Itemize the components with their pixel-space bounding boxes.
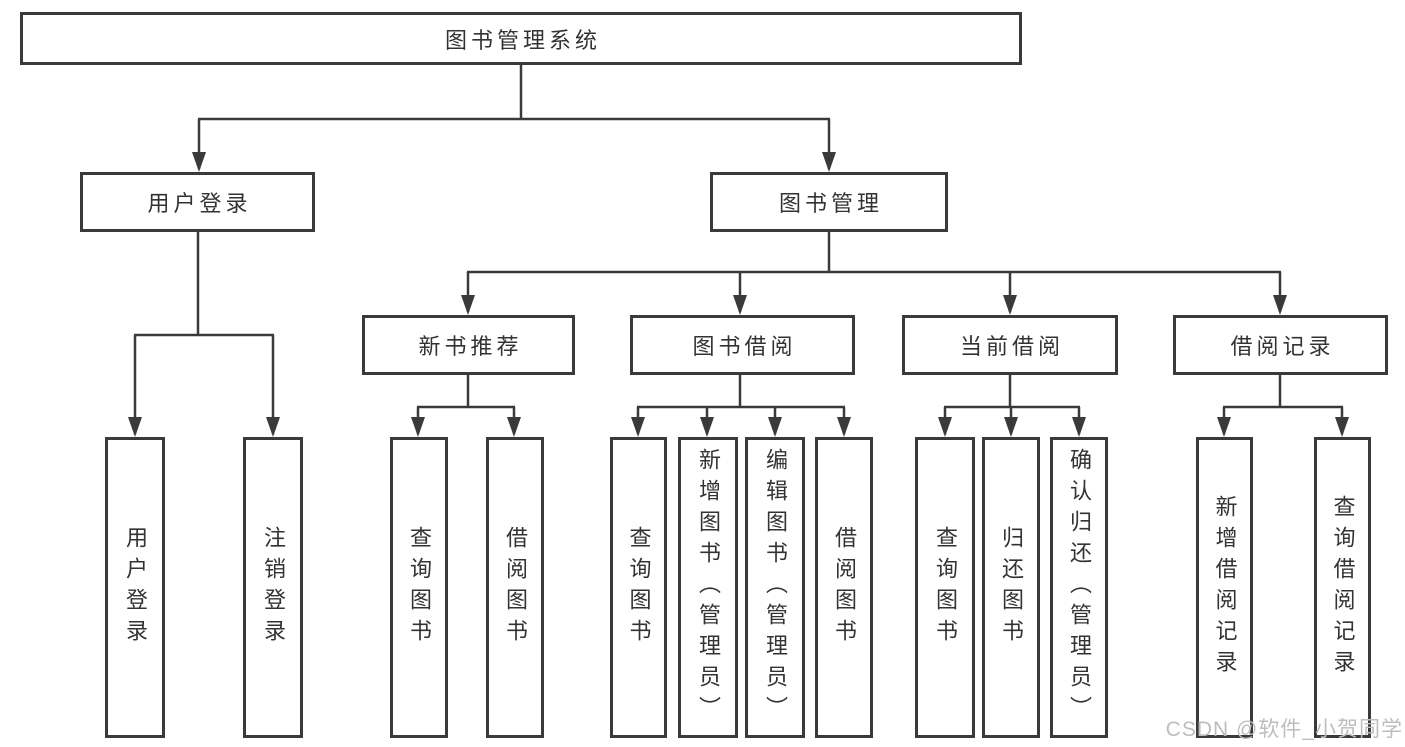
leaf-query-book-current: 查询图书 xyxy=(915,437,975,738)
leaf-query-book-recommend: 查询图书 xyxy=(390,437,448,738)
watermark: CSDN @软件_小贺同学 xyxy=(1165,718,1403,741)
leaf-query-borrow-record: 查询借阅记录 xyxy=(1314,437,1371,738)
leaf-return-book: 归还图书 xyxy=(982,437,1040,738)
leaf-borrow-book-recommend: 借阅图书 xyxy=(486,437,544,738)
node-book-borrow: 图书借阅 xyxy=(630,315,855,375)
node-current-borrow: 当前借阅 xyxy=(902,315,1118,375)
leaf-query-book-borrow: 查询图书 xyxy=(610,437,667,738)
leaf-add-book-admin: 新增图书（管理员） xyxy=(678,437,738,738)
node-library-system: 图书管理系统 xyxy=(20,12,1022,65)
leaf-confirm-return-admin: 确认归还（管理员） xyxy=(1050,437,1108,738)
node-new-book-recommend: 新书推荐 xyxy=(362,315,575,375)
node-book-management: 图书管理 xyxy=(710,172,948,232)
node-borrow-records: 借阅记录 xyxy=(1173,315,1388,375)
leaf-logout: 注销登录 xyxy=(243,437,303,738)
leaf-user-login: 用户登录 xyxy=(105,437,165,738)
leaf-add-borrow-record: 新增借阅记录 xyxy=(1196,437,1253,738)
node-user-login: 用户登录 xyxy=(80,172,315,232)
leaf-edit-book-admin: 编辑图书（管理员） xyxy=(745,437,805,738)
leaf-borrow-book: 借阅图书 xyxy=(815,437,873,738)
